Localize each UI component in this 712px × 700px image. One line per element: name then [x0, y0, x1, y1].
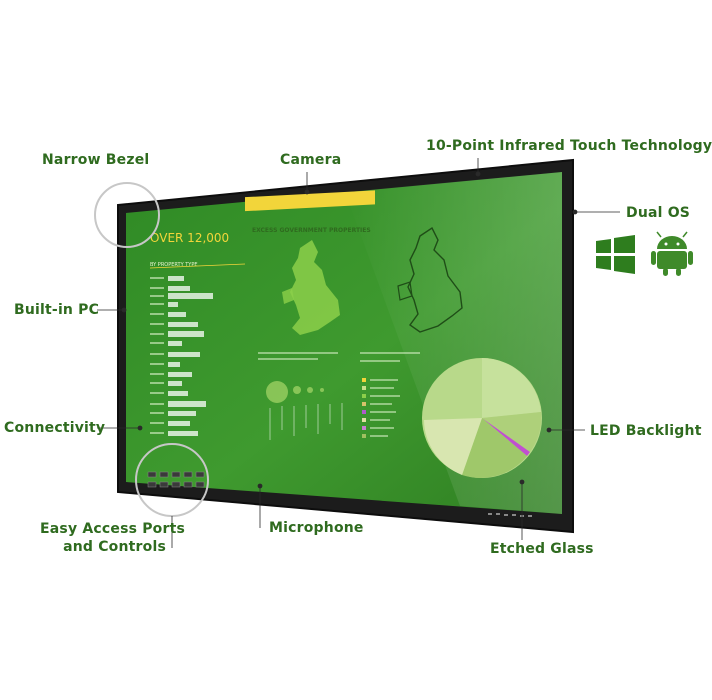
callout-camera: Camera: [280, 152, 342, 168]
screen-key-list: [362, 378, 400, 438]
callout-built-in-pc: Built-in PC: [14, 302, 100, 318]
screen-uk-map-2: [407, 226, 463, 333]
screen-legend: [258, 352, 420, 362]
callout-dual-os: Dual OS: [626, 205, 691, 221]
callout-etched-glass: Etched Glass: [490, 541, 594, 557]
front-ports: [147, 471, 205, 488]
android-logo-icon: [651, 231, 693, 276]
callout-narrow-bezel: Narrow Bezel: [42, 152, 150, 168]
bezel-magnifier: [94, 182, 160, 248]
screen-pie-chart: [422, 358, 542, 478]
screen-banner: [245, 190, 375, 212]
screen-bar-list: [168, 276, 213, 436]
callout-ports-line1: Easy Access Ports: [40, 521, 186, 537]
callout-led-backlight: LED Backlight: [590, 423, 702, 439]
screen-headline: OVER 12,000: [150, 231, 229, 245]
screen-uk-map-1: [290, 240, 340, 335]
callout-microphone: Microphone: [269, 520, 364, 536]
callout-touch-technology: 10-Point Infrared Touch Technology: [426, 138, 712, 154]
screen-banner-text: EXCESS GOVERNMENT PROPERTIES: [252, 227, 371, 234]
screen-section-label: BY PROPERTY TYPE: [150, 262, 198, 268]
callout-connectivity: Connectivity: [4, 420, 106, 436]
callout-ports-line2: and Controls: [63, 539, 166, 555]
windows-logo-icon: [596, 235, 635, 274]
screen-bar-labels: [150, 277, 164, 434]
